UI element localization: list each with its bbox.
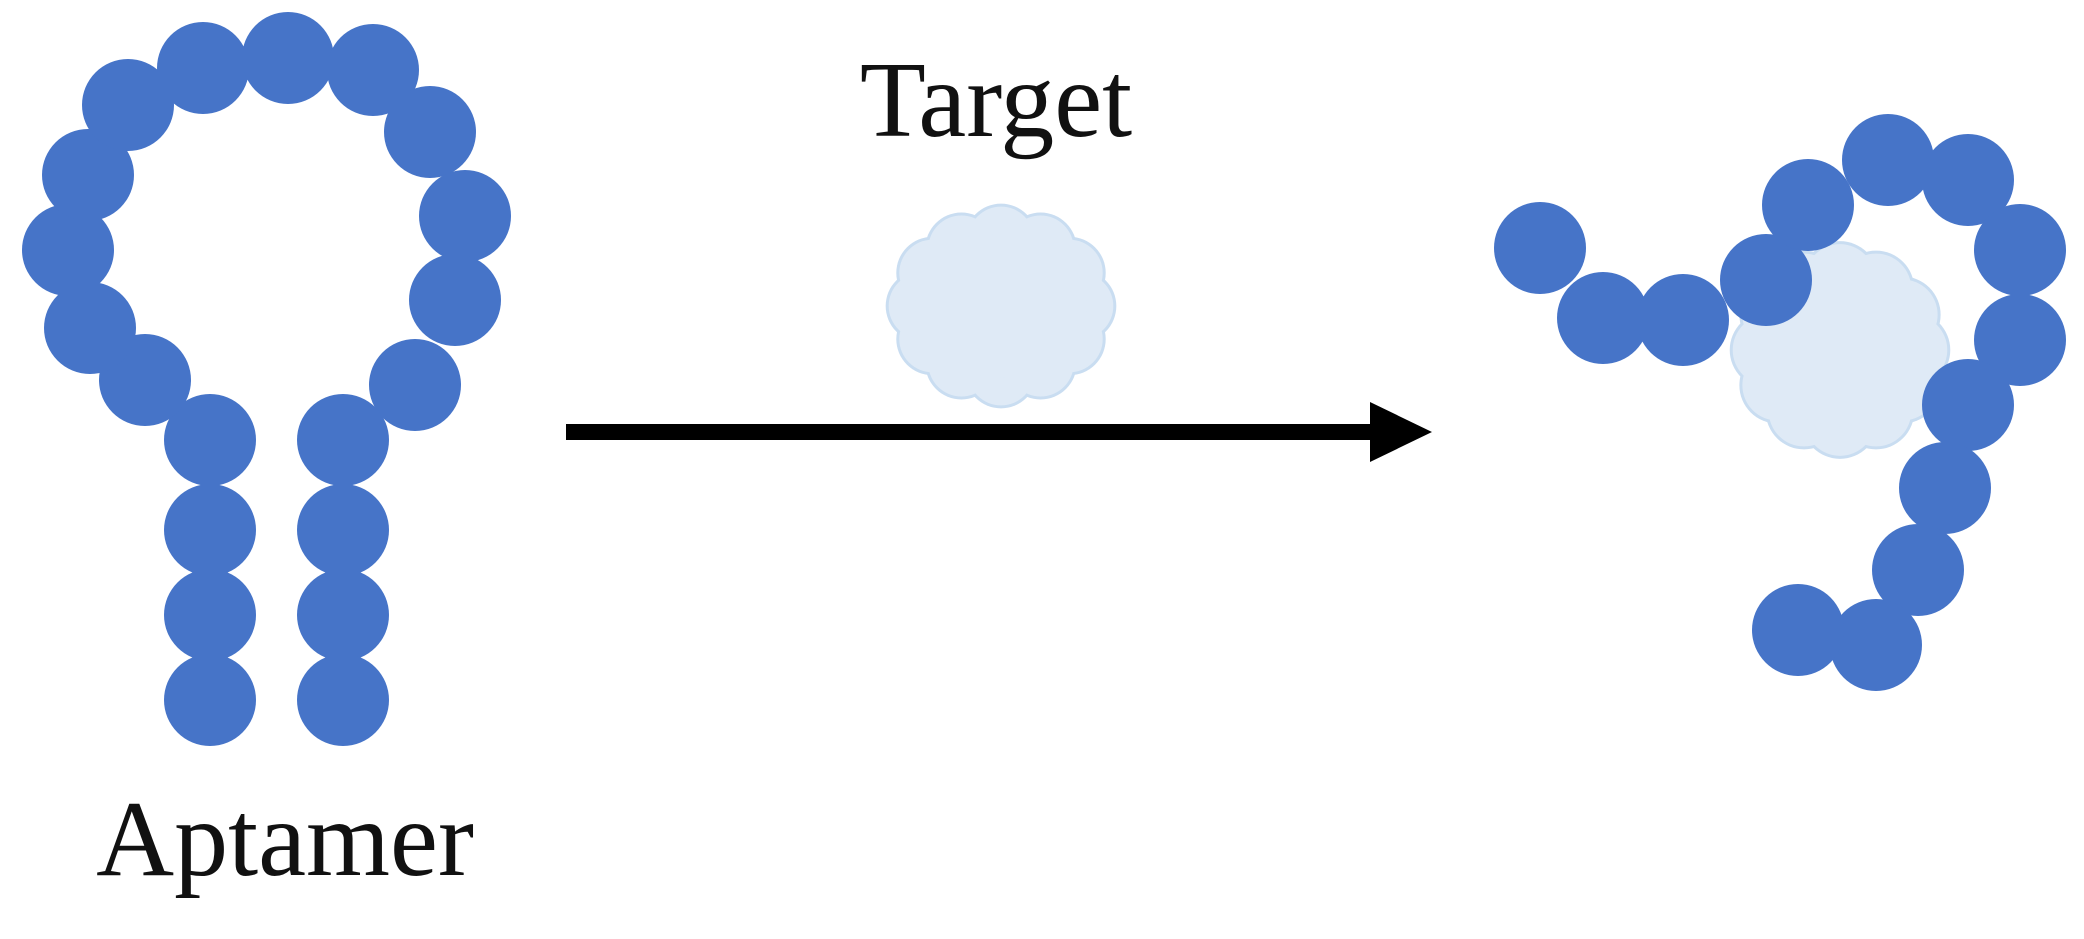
- bound-nucleotide-4: [1720, 234, 1812, 326]
- free-target-molecule: [885, 203, 1117, 409]
- arrow-head: [1370, 402, 1432, 462]
- hairpin-nucleotide-2: [164, 569, 256, 661]
- bound-nucleotide-5: [1762, 159, 1854, 251]
- hairpin-nucleotide-16: [369, 339, 461, 431]
- hairpin-nucleotide-3: [164, 484, 256, 576]
- hairpin-nucleotide-8: [42, 129, 134, 221]
- hairpin-nucleotide-12: [327, 24, 419, 116]
- hairpin-nucleotide-13: [384, 86, 476, 178]
- bound-nucleotide-1: [1494, 202, 1586, 294]
- bound-target-cloud: [1762, 273, 1918, 427]
- hairpin-nucleotide-20: [297, 654, 389, 746]
- hairpin-nucleotide-17: [297, 394, 389, 486]
- reaction-arrow: [566, 402, 1432, 462]
- bound-nucleotide-7: [1922, 134, 2014, 226]
- bound-nucleotide-9: [1974, 294, 2066, 386]
- target-cloud: [915, 234, 1087, 378]
- bound-nucleotide-8: [1974, 204, 2066, 296]
- hairpin-nucleotide-10: [157, 22, 249, 114]
- bound-nucleotide-12: [1872, 524, 1964, 616]
- bound-nucleotide-6: [1842, 114, 1934, 206]
- hairpin-nucleotide-1: [164, 654, 256, 746]
- hairpin-nucleotide-11: [242, 12, 334, 104]
- hairpin-nucleotide-15: [409, 254, 501, 346]
- target-label: Target: [860, 41, 1132, 160]
- hairpin-nucleotide-4: [164, 394, 256, 486]
- bound-nucleotide-13: [1830, 599, 1922, 691]
- bound-nucleotide-3: [1637, 274, 1729, 366]
- aptamer-target-complex: [1494, 114, 2066, 691]
- aptamer-label: Aptamer: [96, 780, 474, 899]
- hairpin-nucleotide-7: [22, 204, 114, 296]
- bound-nucleotide-2: [1557, 272, 1649, 364]
- bound-nucleotide-10: [1922, 359, 2014, 451]
- hairpin-nucleotide-19: [297, 569, 389, 661]
- hairpin-nucleotide-6: [44, 282, 136, 374]
- hairpin-nucleotide-18: [297, 484, 389, 576]
- aptamer-hairpin: [22, 12, 511, 746]
- hairpin-nucleotide-9: [82, 59, 174, 151]
- bound-nucleotide-11: [1899, 442, 1991, 534]
- bound-nucleotide-14: [1752, 584, 1844, 676]
- hairpin-nucleotide-14: [419, 170, 511, 262]
